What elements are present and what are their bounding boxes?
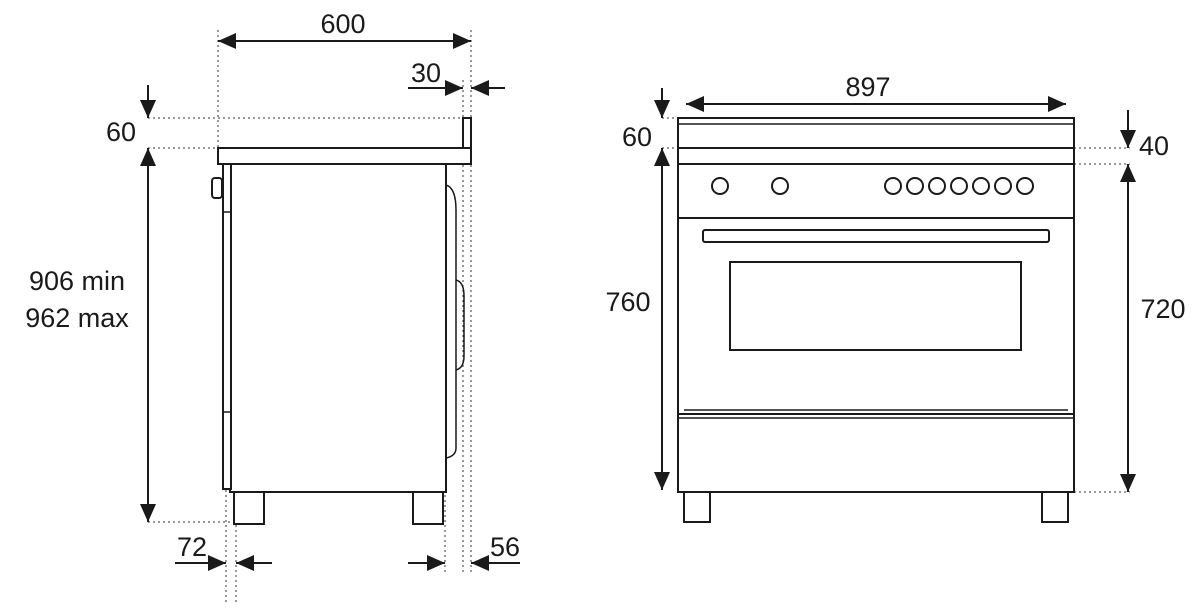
back-foot-side (412, 491, 444, 525)
arrow-head (1120, 474, 1136, 492)
height-max-label: 962 max (25, 303, 129, 333)
back-bump (455, 279, 465, 371)
arrow-head (686, 96, 704, 112)
side-top-height-label: 60 (106, 117, 136, 147)
panel-offset-label: 40 (1139, 131, 1169, 161)
knob-icon (711, 177, 729, 195)
side-view: 600 30 60 906 min 962 max 72 56 (25, 9, 520, 605)
arrow-head (140, 100, 156, 118)
back-profile (445, 184, 457, 459)
arrow-head (1120, 130, 1136, 148)
oven-window (729, 261, 1022, 351)
cooktop-side (217, 147, 472, 165)
arrow-head (140, 504, 156, 522)
body-height-label: 720 (1140, 294, 1185, 324)
arrow-head (218, 33, 236, 49)
arrow-head (445, 80, 463, 96)
front-foot-right (1041, 491, 1069, 523)
knob-icon (884, 177, 902, 195)
knob-icon (928, 177, 946, 195)
oven-handle (702, 229, 1050, 243)
knob-icon (771, 177, 789, 195)
arrow-head (208, 555, 226, 571)
arrow-head (427, 555, 445, 571)
arrow-head (654, 100, 670, 118)
knob-icon (994, 177, 1012, 195)
backsplash-side (462, 117, 472, 149)
knob-icon (906, 177, 924, 195)
height-min-label: 906 min (29, 266, 125, 296)
door-profile-side (222, 163, 232, 490)
arrow-head (1048, 96, 1066, 112)
knob-side (211, 177, 223, 199)
knob-icon (1016, 177, 1034, 195)
arrow-head (654, 472, 670, 490)
control-panel (677, 163, 1075, 219)
storage-drawer (677, 413, 1075, 493)
front-top-height-label: 60 (622, 122, 652, 152)
arrow-head (471, 555, 489, 571)
back-foot-label: 56 (490, 532, 520, 562)
arrow-head (453, 33, 471, 49)
oven-body-side (229, 163, 447, 493)
front-width-label: 897 (845, 72, 890, 102)
total-height-label: 760 (605, 287, 650, 317)
front-view: 897 60 760 40 720 (605, 72, 1186, 523)
front-foot-side (233, 491, 265, 525)
side-width-label: 600 (320, 9, 365, 39)
front-foot-left (683, 491, 711, 523)
arrow-head (471, 80, 489, 96)
cooktop-front (677, 147, 1075, 165)
knob-icon (950, 177, 968, 195)
front-foot-label: 72 (177, 532, 207, 562)
arrow-head (236, 555, 254, 571)
side-offset-label: 30 (411, 58, 441, 88)
knob-icon (972, 177, 990, 195)
backsplash-front (677, 117, 1075, 149)
